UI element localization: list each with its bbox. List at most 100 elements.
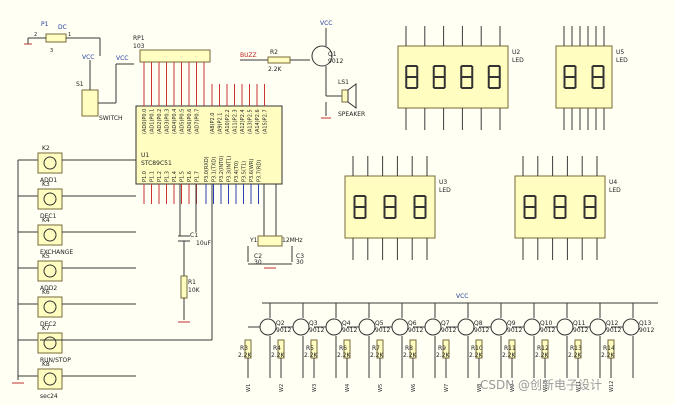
- svg-text:10K: 10K: [188, 287, 201, 294]
- transistor-ref: Q9: [507, 320, 516, 327]
- transistor-ref: Q10: [540, 320, 553, 327]
- mcu-pin-p3: P3.2(INT0): [219, 156, 225, 182]
- mcu-pin-p2: (A11)P2.3: [233, 109, 239, 134]
- mcu-pin-p1: P1.4: [172, 171, 178, 182]
- buzz-resistor: [267, 56, 291, 64]
- driver-transistors: VCC Q29012R32.2KW1Q39012R42.2KW2Q49012R5…: [238, 293, 658, 392]
- display-type: LED: [616, 57, 628, 64]
- svg-text:LS1: LS1: [338, 79, 349, 86]
- mcu-pin-p3: P3.6(WR): [249, 159, 255, 182]
- resistor-ref: R3: [240, 345, 248, 352]
- driver-line-label: W5: [378, 384, 384, 392]
- svg-text:2.2K: 2.2K: [268, 66, 283, 73]
- transistor-ref: Q12: [606, 320, 619, 327]
- mcu-pin-p0: (AD1)P0.1: [150, 109, 156, 134]
- speaker-icon: [347, 83, 357, 109]
- dc-connector: P1 DC 2 1 3: [24, 21, 101, 56]
- vcc-label-2: VCC: [116, 55, 128, 62]
- resistor-ref: R7: [372, 345, 380, 352]
- svg-text:Q1: Q1: [328, 51, 337, 58]
- mcu-pin-p3: P3.5(T1): [242, 161, 248, 182]
- resistor-value: 2.2K: [436, 352, 451, 359]
- mcu-pin-p0: (AD2)P0.2: [157, 109, 163, 134]
- driver-line-label: W1: [246, 384, 252, 392]
- mcu-pin-p2: (A14)P2.6: [255, 109, 261, 134]
- resistor-ref: R11: [504, 345, 516, 352]
- resistor-value: 2.2K: [238, 352, 253, 359]
- key-label: ADD2: [40, 285, 57, 292]
- reset-resistor: [180, 275, 188, 299]
- display-type: LED: [439, 187, 451, 194]
- transistor-value: 9012: [639, 327, 654, 334]
- mcu-pin-p0: (AD4)P0.4: [172, 109, 178, 134]
- resistor-ref: R8: [405, 345, 413, 352]
- transistor-ref: Q2: [276, 320, 285, 327]
- resistor-ref: R12: [537, 345, 549, 352]
- transistor-ref: Q5: [375, 320, 384, 327]
- mcu-ref: U1: [141, 152, 149, 159]
- buzz-transistor: [311, 45, 333, 67]
- mcu-pin-p3: P3.0(RXD): [204, 156, 210, 182]
- svg-text:C1: C1: [190, 232, 198, 239]
- key-label: DEC2: [40, 321, 57, 328]
- resistor-ref: R4: [273, 345, 281, 352]
- rp-ref: RP1: [133, 35, 145, 42]
- key-ref: K3: [42, 181, 50, 188]
- crystal-circuit: Y1 12MHz C2 30 C3 30: [247, 184, 304, 269]
- display-ref: U3: [439, 179, 447, 186]
- resistor-ref: R10: [471, 345, 483, 352]
- resistor-value: 2.2K: [535, 352, 550, 359]
- display-ref: U4: [609, 179, 617, 186]
- mcu-pin-p1: P1.1: [150, 171, 156, 182]
- mcu-pin-p2: (A12)P2.4: [240, 109, 246, 134]
- mcu: U1 STC89C51 (AD0)P0.0(AD1)P0.1(AD2)P0.2(…: [135, 84, 283, 204]
- mcu-pin-p1: P1.5: [180, 171, 186, 182]
- connector-body: [45, 33, 67, 43]
- resistor-value: 2.2K: [370, 352, 385, 359]
- resistor-value: 2.2K: [568, 352, 583, 359]
- resistor-ref: R14: [603, 345, 615, 352]
- driver-line-label: W9: [510, 384, 516, 392]
- mcu-pin-p0: (AD6)P0.6: [187, 109, 193, 134]
- mcu-pin-p2: (A8)P2.0: [210, 113, 216, 134]
- resistor-ref: R9: [438, 345, 446, 352]
- resistor-pack: RP1 103 VCC: [116, 35, 211, 106]
- key-ref: K2: [42, 145, 50, 152]
- svg-text:Y1: Y1: [249, 237, 258, 244]
- transistor-value: 9012: [408, 327, 423, 334]
- transistor-ref: Q4: [342, 320, 351, 327]
- vcc-label-3: VCC: [320, 20, 332, 27]
- resistor-value: 2.2K: [403, 352, 418, 359]
- transistor-value: 9012: [606, 327, 621, 334]
- svg-text:10uF: 10uF: [196, 240, 211, 247]
- switch-body: [81, 89, 99, 117]
- svg-text:3: 3: [50, 48, 53, 54]
- key-label: sec24: [40, 393, 58, 400]
- mcu-pin-p1: P1.6: [187, 171, 193, 182]
- svg-text:9012: 9012: [328, 58, 343, 65]
- key-label: RUN/STOP: [40, 357, 71, 364]
- transistor-value: 9012: [276, 327, 291, 334]
- power-switch: VCC S1 SWITCH: [76, 54, 134, 122]
- mcu-pin-p0: (AD0)P0.0: [142, 109, 148, 134]
- switch-ref: S1: [76, 81, 84, 88]
- buzz-net: BUZZ: [240, 52, 257, 59]
- transistor-ref: Q11: [573, 320, 586, 327]
